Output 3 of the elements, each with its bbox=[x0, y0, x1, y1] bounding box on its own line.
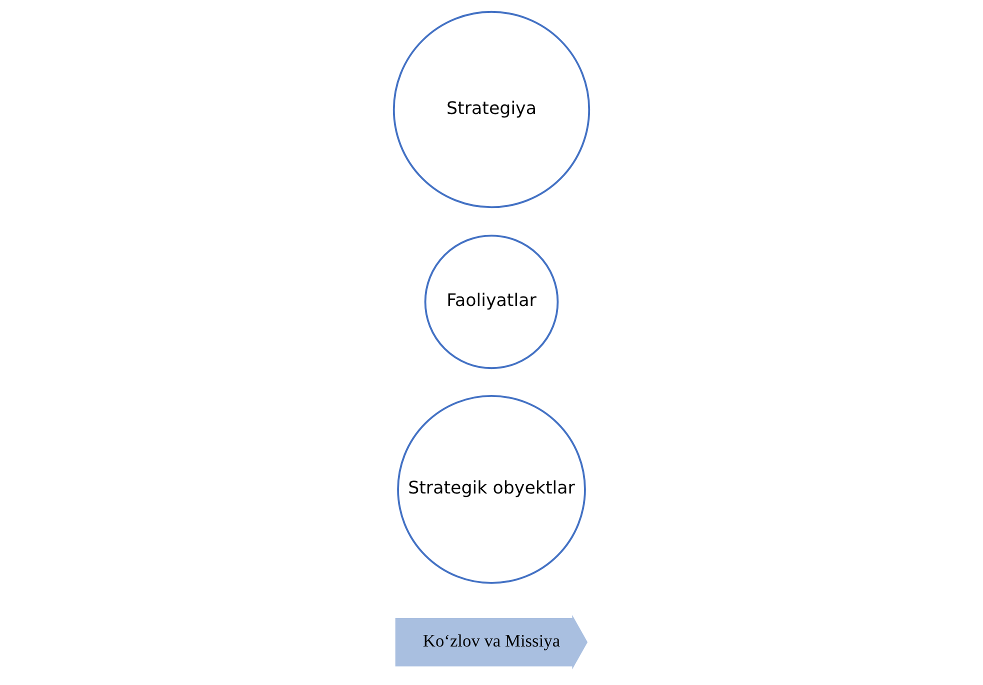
node-circle: Faoliyatlar bbox=[424, 234, 559, 370]
node-circle: Strategik obyektlar bbox=[397, 394, 586, 584]
node-circle: Strategiya bbox=[392, 10, 590, 208]
